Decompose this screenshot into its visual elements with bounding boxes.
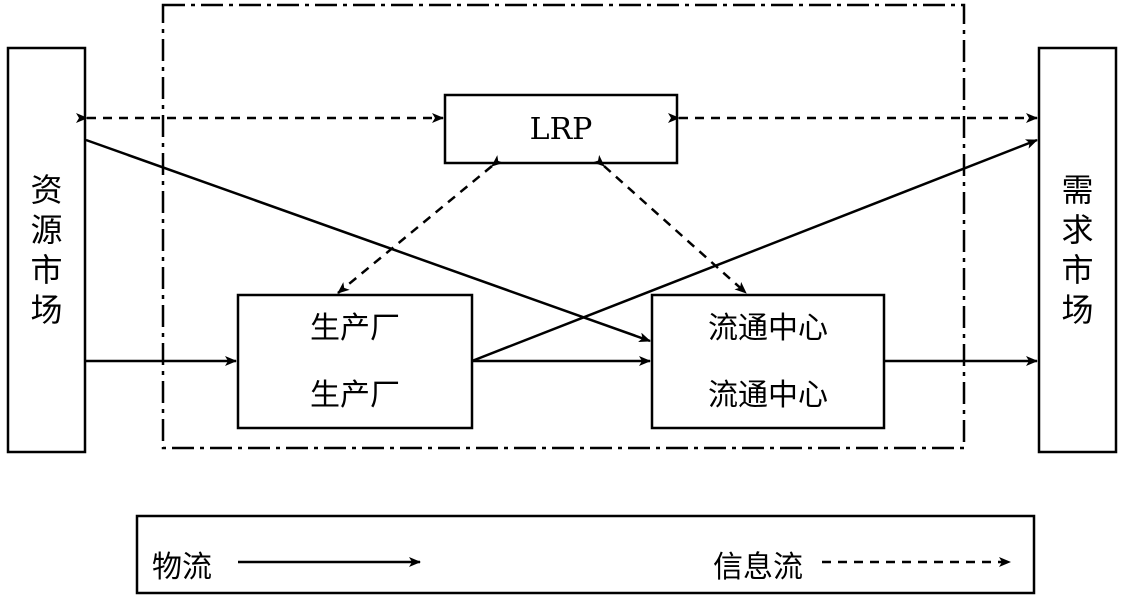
- demand-market-char-4: 场: [1061, 291, 1094, 329]
- legend-information-flow-label: 信息流: [713, 550, 803, 585]
- factory-label-bottom: 生产厂: [310, 378, 400, 413]
- demand-market-char-1: 需: [1061, 171, 1094, 209]
- lrp-box: [443, 93, 679, 165]
- demand-market-char-2: 求: [1061, 211, 1094, 249]
- demand-market-box: [1037, 46, 1118, 454]
- demand-market-char-3: 市: [1061, 251, 1094, 289]
- legend-material-flow-label: 物流: [152, 550, 212, 585]
- distribution-center-box: [650, 293, 886, 430]
- resource-market-box: [6, 46, 87, 454]
- material-flow-resource-distribution: [85, 138, 651, 343]
- info-flow-lrp-factory: [337, 155, 504, 294]
- distribution-label-top: 流通中心: [708, 311, 828, 346]
- factory-label-top: 生产厂: [310, 311, 400, 346]
- resource-market-char-1: 资: [30, 171, 63, 209]
- resource-market-char-4: 场: [30, 291, 63, 329]
- resource-market-label: 资 源 市 场: [8, 48, 85, 452]
- demand-market-label: 需 求 市 场: [1039, 48, 1116, 452]
- resource-market-char-2: 源: [30, 211, 63, 249]
- legend-box: [135, 514, 1036, 595]
- lrp-label: LRP: [529, 111, 593, 147]
- distribution-label-bottom: 流通中心: [708, 378, 828, 413]
- factory-box: [236, 293, 474, 430]
- system-boundary: [161, 3, 966, 450]
- resource-market-char-3: 市: [30, 251, 63, 289]
- material-flow-factory-demand: [471, 138, 1038, 363]
- info-flow-lrp-distribution: [592, 154, 747, 294]
